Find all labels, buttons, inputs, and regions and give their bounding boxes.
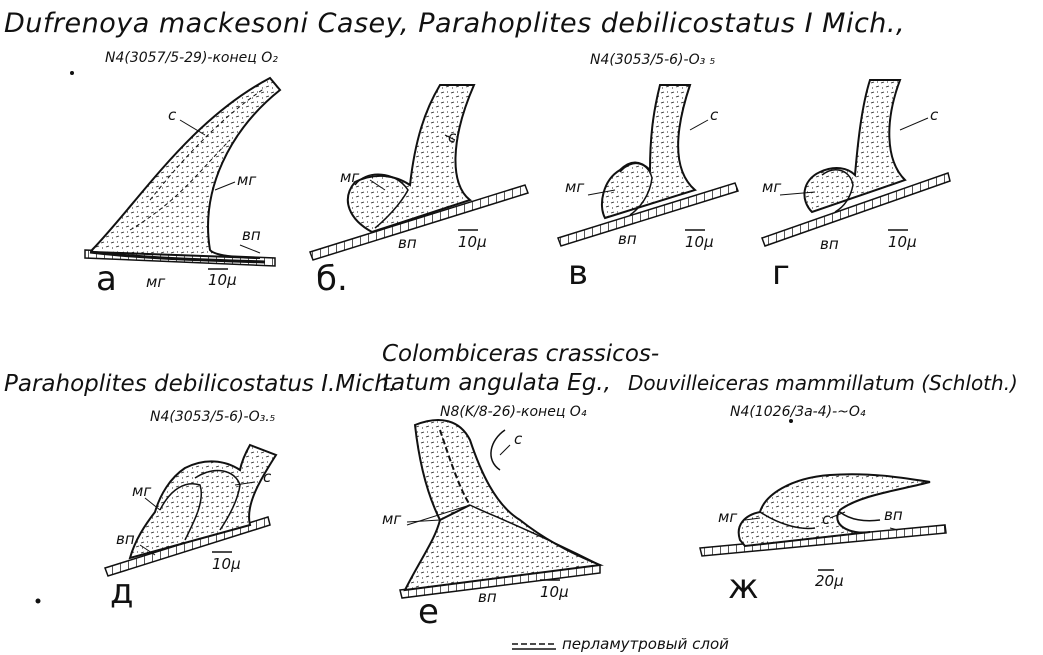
label-c-g: с [930,108,938,123]
label-c-d: с [263,470,271,485]
panel-letter-e: е [418,595,439,629]
panel-letter-b: б. [316,262,348,296]
label-mg-a-bottom: мг [146,275,165,290]
scale-d: 10μ [212,557,241,572]
label-mg-e: мг [382,512,401,527]
scale-a: 10μ [208,273,237,288]
scale-e: 10μ [540,585,569,600]
label-mg-a: мг [237,173,256,188]
label-vp-a: вп [242,228,261,243]
panel-g-drawing [762,80,950,246]
panel-d-drawing [105,445,276,576]
panel-letter-d: д [110,575,134,609]
legend-symbol [512,644,556,649]
scale-g: 10μ [888,235,917,250]
label-c-a: с [168,108,176,123]
label-mg-zh: мг [718,510,737,525]
label-vp-e: вп [478,590,497,605]
label-vp-v: вп [618,232,637,247]
label-c-e: с [514,432,522,447]
label-mg-v: мг [565,180,584,195]
label-c-b: с [448,130,456,145]
panel-letter-zh: ж [728,570,759,604]
legend-text: перламутровый слой [562,637,729,652]
label-mg-d: мг [132,484,151,499]
scale-zh: 20μ [815,574,844,589]
panel-letter-a: а [96,262,117,296]
label-vp-b: вп [398,236,417,251]
label-c-zh: с [822,512,830,527]
label-c-v: с [710,108,718,123]
label-vp-g: вп [820,237,839,252]
panel-letter-g: г [772,256,790,290]
scale-v: 10μ [685,235,714,250]
label-vp-zh: вп [884,508,903,523]
panel-letter-v: в [568,256,588,290]
label-mg-g: мг [762,180,781,195]
label-mg-b: мг [340,170,359,185]
scale-b: 10μ [458,235,487,250]
label-vp-d: вп [116,532,135,547]
panel-e-drawing [400,420,600,598]
